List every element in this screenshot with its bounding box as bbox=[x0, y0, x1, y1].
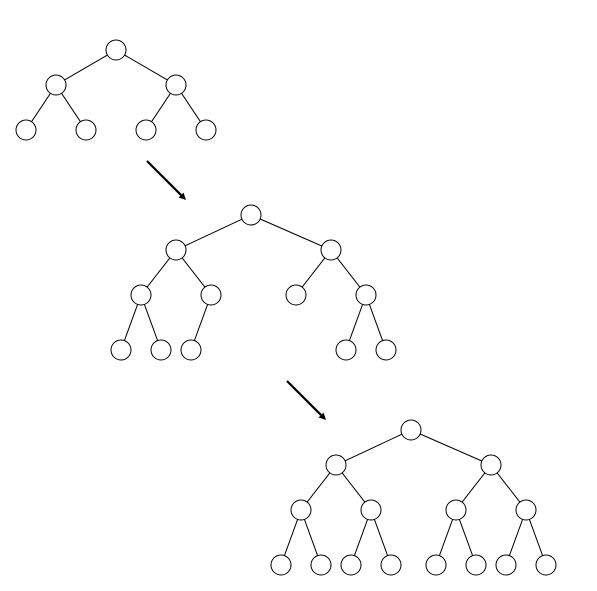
tree-2-node-k bbox=[375, 339, 397, 361]
tree-2-node-i bbox=[180, 339, 202, 361]
tree-2-edge-c-h bbox=[143, 304, 159, 341]
tree-2-edge-r-a bbox=[184, 218, 243, 247]
tree-2-node-f bbox=[355, 284, 377, 306]
arrow-2-head bbox=[318, 412, 326, 420]
tree-2-edge-a-c bbox=[146, 257, 171, 288]
tree-1-edge-b-e bbox=[151, 93, 171, 122]
tree-1-node-d bbox=[75, 119, 97, 141]
tree-3-node-i bbox=[340, 554, 362, 576]
tree-1-node-b bbox=[165, 74, 187, 96]
edges-layer bbox=[31, 54, 544, 556]
tree-2-edge-b-e bbox=[301, 257, 326, 288]
tree-3-edge-f-n bbox=[528, 519, 544, 556]
tree-3-edge-a-c bbox=[306, 472, 331, 503]
tree-3-node-l bbox=[465, 554, 487, 576]
tree-3-edge-d-i bbox=[353, 519, 369, 556]
tree-3-edge-b-e bbox=[461, 472, 486, 503]
tree-1-node-c bbox=[15, 119, 37, 141]
tree-3-node-h bbox=[310, 554, 332, 576]
tree-2-edge-r-b bbox=[259, 218, 323, 247]
arrow-1-shaft bbox=[146, 160, 182, 196]
tree-2-node-d bbox=[200, 284, 222, 306]
tree-1-edge-a-d bbox=[61, 93, 81, 122]
tree-2-node-g bbox=[110, 339, 132, 361]
tree-2-node-b bbox=[320, 239, 342, 261]
tree-2-node-c bbox=[130, 284, 152, 306]
tree-2-edge-a-d bbox=[181, 257, 206, 288]
tree-1-edge-a-c bbox=[31, 93, 51, 122]
tree-3-edge-f-m bbox=[508, 519, 524, 556]
tree-3-node-f bbox=[515, 499, 537, 521]
tree-2-edge-c-g bbox=[123, 304, 139, 341]
tree-3-node-c bbox=[290, 499, 312, 521]
arrows-layer bbox=[146, 160, 326, 420]
tree-3-edge-r-a bbox=[344, 433, 403, 462]
tree-3-node-g bbox=[270, 554, 292, 576]
tree-3-edge-a-d bbox=[341, 472, 366, 503]
tree-3-edge-e-l bbox=[458, 519, 474, 556]
tree-1-edge-b-f bbox=[181, 93, 201, 122]
tree-3-node-n bbox=[535, 554, 557, 576]
tree-3-node-k bbox=[425, 554, 447, 576]
tree-3-node-j bbox=[380, 554, 402, 576]
tree-1-node-r bbox=[105, 39, 127, 61]
tree-1-node-f bbox=[195, 119, 217, 141]
tree-1-edge-r-b bbox=[124, 54, 168, 81]
tree-3-node-b bbox=[480, 454, 502, 476]
tree-2-node-j bbox=[335, 339, 357, 361]
tree-3-edge-c-g bbox=[283, 519, 299, 556]
tree-2-node-a bbox=[165, 239, 187, 261]
tree-2-edge-f-k bbox=[368, 304, 384, 341]
tree-3-node-m bbox=[495, 554, 517, 576]
tree-3-edge-b-f bbox=[496, 472, 521, 503]
tree-3-edge-d-j bbox=[373, 519, 389, 556]
arrow-2 bbox=[286, 380, 326, 420]
arrow-1-head bbox=[178, 192, 186, 200]
tree-3-node-e bbox=[445, 499, 467, 521]
arrow-1 bbox=[146, 160, 186, 200]
tree-2-edge-f-j bbox=[348, 304, 364, 341]
tree-2-edge-b-f bbox=[336, 257, 361, 288]
tree-3-edge-e-k bbox=[438, 519, 454, 556]
tree-2-node-e bbox=[285, 284, 307, 306]
tree-3-node-r bbox=[400, 419, 422, 441]
tree-1-node-a bbox=[45, 74, 67, 96]
tree-3-node-a bbox=[325, 454, 347, 476]
tree-2-node-r bbox=[240, 204, 262, 226]
tree-2-edge-d-i bbox=[193, 304, 209, 341]
tree-3-edge-c-h bbox=[303, 519, 319, 556]
nodes-layer bbox=[15, 39, 557, 576]
tree-3-node-d bbox=[360, 499, 382, 521]
tree-3-edge-r-b bbox=[419, 433, 483, 462]
arrow-2-shaft bbox=[286, 380, 322, 416]
tree-1-node-e bbox=[135, 119, 157, 141]
tree-2-node-h bbox=[150, 339, 172, 361]
tree-1-edge-r-a bbox=[64, 54, 108, 81]
